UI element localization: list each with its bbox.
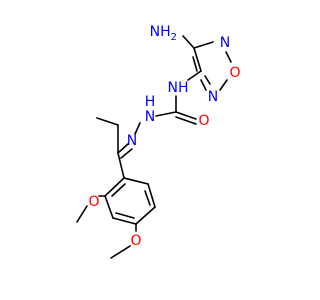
bond (193, 41, 214, 49)
bond (204, 75, 211, 85)
bond (134, 122, 141, 135)
bond (200, 79, 207, 91)
bond-lines (76, 35, 232, 259)
bond (112, 217, 137, 225)
bond (117, 152, 125, 179)
bond (96, 117, 119, 126)
bond (175, 116, 197, 125)
hydrazone-n-upper-label: N (127, 133, 137, 149)
bond (193, 47, 202, 72)
amino-group-label: NH2 (150, 24, 177, 43)
bond (147, 183, 156, 208)
bond (115, 212, 135, 219)
bond (104, 195, 114, 219)
furazan-nitrogen-top-label: N (220, 35, 230, 51)
bond (155, 111, 177, 117)
bond (120, 148, 133, 159)
bond (123, 177, 149, 185)
structure-canvas: NH2 N O N NH O N H N O O (76, 24, 241, 259)
bond (192, 56, 198, 72)
bond (110, 245, 131, 259)
amino-subscript: 2 (171, 32, 177, 43)
hydrazone-nh-symbol: N (145, 109, 155, 125)
amino-label: NH (150, 24, 171, 40)
bond (175, 111, 197, 120)
bond (111, 183, 126, 197)
atom-labels: NH2 N O N NH O N H N O O (88, 24, 240, 249)
bond (219, 79, 228, 91)
bond (144, 190, 151, 206)
bond (76, 205, 88, 223)
hydrazone-nh-hydrogen-label: H (145, 94, 156, 110)
carbonyl-oxygen-label: O (198, 113, 209, 129)
bond (182, 35, 195, 49)
furazan-nitrogen-bottom-label: N (208, 89, 218, 105)
bond (117, 143, 129, 154)
furazan-oxygen-label: O (229, 65, 240, 81)
bond (135, 206, 156, 225)
hydrazone-nh-label: N (145, 109, 155, 125)
molecule-structure-diagram: NH2 N O N NH O N H N O O (76, 24, 241, 259)
bond (104, 177, 125, 197)
bond (187, 70, 202, 81)
amide-nh-label: NH (168, 80, 189, 96)
methoxy-oxygen-para-label: O (130, 233, 141, 249)
bond (225, 51, 232, 63)
methoxy-oxygen-meta-label: O (88, 194, 99, 210)
